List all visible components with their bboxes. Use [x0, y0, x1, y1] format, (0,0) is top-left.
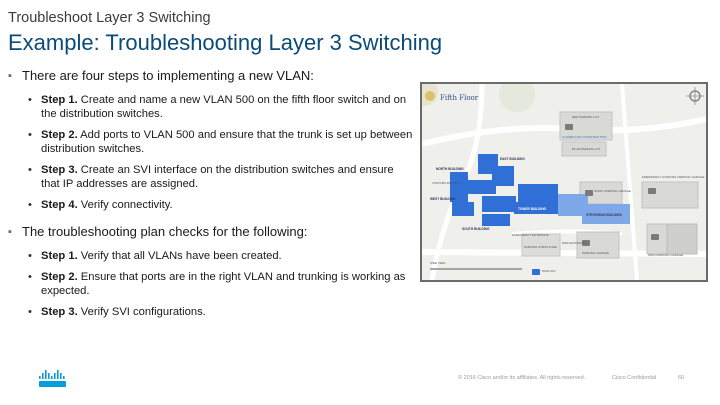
building-block: [558, 194, 588, 216]
parking-block: [561, 141, 607, 157]
logo-bar: [63, 376, 65, 379]
cisco-logo-icon: [39, 370, 66, 387]
logo-bar: [57, 370, 59, 379]
step-text: Verify SVI configurations.: [77, 306, 206, 318]
hospital-logo-icon: [425, 91, 435, 101]
vlan-step-4: Step 4. Verify connectivity.: [8, 199, 413, 213]
footer-copyright: © 2016 Cisco and/or its affiliates. All …: [458, 375, 586, 381]
map-label-emergency-hospital: EMERGENCY HOSPITAL PARKING GARAGE: [642, 175, 704, 179]
slide-content: There are four steps to implementing a n…: [8, 68, 413, 320]
parking-icon: [582, 240, 590, 246]
map-label-tower: TOWER BUILDING: [518, 207, 547, 211]
step-label: Step 2.: [41, 271, 78, 283]
parking-icon: [565, 124, 573, 130]
map-label-emergency: EMERGENCY ENTRANCE: [512, 233, 549, 237]
bullet-vlan-steps: There are four steps to implementing a n…: [8, 68, 413, 84]
map-label-pavilion: PAVILION: [542, 269, 555, 273]
step-label: Step 4.: [41, 199, 78, 211]
campus-map: Fifth Floor NORTH BUILDING EAST BUILDING…: [420, 82, 708, 282]
building-block: [478, 154, 498, 174]
map-label-visitors-parking: VISITORS PARKING: [432, 181, 461, 185]
logo-wordmark: [39, 381, 66, 387]
step-label: Step 3.: [41, 306, 78, 318]
parking-block: [521, 233, 561, 257]
highlighted-buildings: [450, 154, 630, 226]
footer-page-number: 60: [678, 375, 685, 381]
logo-bar: [51, 376, 53, 379]
footer-confidential: Cisco Confidential: [612, 375, 657, 381]
plan-step-3: Step 3. Verify SVI configurations.: [8, 306, 413, 320]
map-label-red-parking: RED PARKING LOT: [572, 115, 599, 119]
logo-bar: [48, 373, 50, 379]
parking-icon: [585, 190, 593, 196]
building-block: [482, 196, 516, 212]
parking-block: [641, 181, 699, 209]
building-block: [450, 172, 468, 202]
step-text: Create an SVI interface on the distribut…: [41, 164, 394, 190]
breadcrumb: Troubleshoot Layer 3 Switching: [8, 10, 211, 26]
campus-map-drawing: Fifth Floor NORTH BUILDING EAST BUILDING…: [422, 84, 706, 280]
map-label-staff-parking: STAFF PARKING GARAGE: [594, 189, 631, 193]
parking-icon: [648, 188, 656, 194]
step-label: Step 2.: [41, 129, 78, 141]
logo-bar: [42, 373, 44, 379]
vlan-step-3: Step 3. Create an SVI interface on the d…: [8, 164, 413, 191]
bullet-troubleshooting-plan: The troubleshooting plan checks for the …: [8, 224, 413, 240]
building-block: [582, 204, 630, 224]
building-block: [452, 202, 474, 216]
step-label: Step 3.: [41, 164, 78, 176]
parking-block: [666, 223, 698, 255]
logo-bar: [54, 373, 56, 379]
logo-bar: [39, 376, 41, 379]
step-label: Step 1.: [41, 94, 78, 106]
vlan-step-2: Step 2. Add ports to VLAN 500 and ensure…: [8, 129, 413, 156]
parking-icon: [532, 269, 540, 275]
building-block: [514, 202, 558, 214]
road: [620, 84, 639, 280]
map-label-main-parking: MAIN PARKING GARAGE: [648, 253, 683, 257]
map-label-main-entrance: MAIN ENTRANCE: [562, 241, 587, 245]
map-label-stevenson: STEVENSON BUILDING: [586, 213, 622, 217]
map-label-closed-construction: CLOSED FOR CONSTRUCTION: [562, 135, 607, 139]
parking-icon: [651, 234, 659, 240]
map-label-south: SOUTH BUILDING: [462, 227, 490, 231]
map-label-side-view: SIDE VIEW: [430, 261, 446, 265]
map-label-parking-structure: PARKING STRUCTURE: [524, 245, 557, 249]
map-label-blue-parking: BLUE PARKING LOT: [572, 147, 601, 151]
step-text: Add ports to VLAN 500 and ensure that th…: [41, 129, 413, 155]
step-text: Verify connectivity.: [77, 199, 173, 211]
green-area: [499, 84, 535, 112]
map-label-west: WEST BUILDING: [430, 197, 456, 201]
vlan-step-1: Step 1. Create and name a new VLAN 500 o…: [8, 94, 413, 121]
step-text: Verify that all VLANs have been created.: [77, 249, 282, 262]
step-text: Create and name a new VLAN 500 on the fi…: [41, 94, 407, 120]
map-label-parking-garage: PARKING GARAGE: [582, 251, 609, 255]
step-text: Ensure that ports are in the right VLAN …: [41, 271, 406, 297]
map-label-east: EAST BUILDING: [500, 157, 525, 161]
step-label: Step 1.: [41, 249, 78, 262]
building-block: [482, 214, 510, 226]
plan-step-2: Step 2. Ensure that ports are in the rig…: [8, 271, 413, 298]
compass-icon: [686, 87, 704, 105]
logo-bar: [60, 373, 62, 379]
page-title: Example: Troubleshooting Layer 3 Switchi…: [8, 30, 443, 55]
logo-bar: [45, 370, 47, 379]
floor-label: Fifth Floor: [440, 94, 479, 102]
building-block: [518, 184, 558, 202]
map-label-north: NORTH BUILDING: [436, 167, 464, 171]
plan-step-1: Step 1. Verify that all VLANs have been …: [8, 250, 413, 264]
building-block: [466, 180, 496, 194]
